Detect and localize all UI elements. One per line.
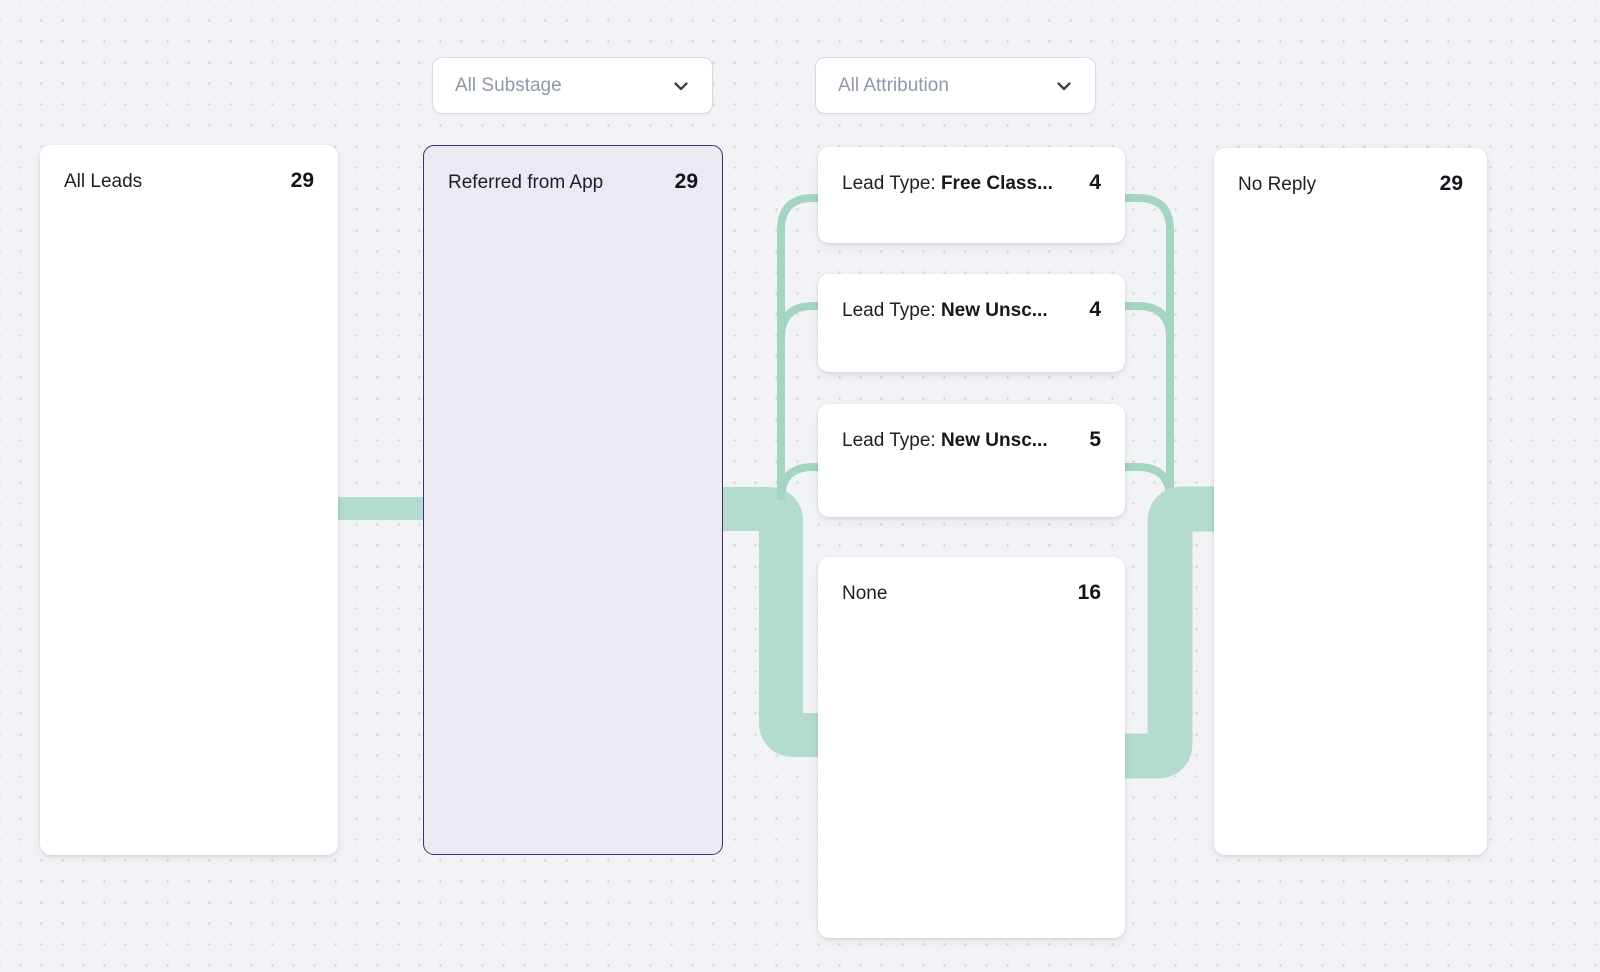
card-header: Lead Type: New Unsc... 4 xyxy=(842,298,1101,322)
card-title: All Leads xyxy=(64,171,143,192)
link-referred-to-breakdown-1 xyxy=(777,194,830,500)
card-title: Referred from App xyxy=(448,172,604,193)
card-count: 4 xyxy=(1089,171,1101,194)
card-header: Lead Type: New Unsc... 5 xyxy=(842,428,1101,452)
card-count: 5 xyxy=(1089,428,1101,451)
stage-card-lead-type-free-class[interactable]: Lead Type: Free Class... 4 xyxy=(818,147,1125,243)
link-breakdown-1-to-no-reply xyxy=(1114,194,1174,500)
card-title: Lead Type: New Unsc... xyxy=(842,430,1048,451)
stage-card-no-reply[interactable]: No Reply 29 xyxy=(1214,148,1487,855)
card-count: 4 xyxy=(1089,298,1101,321)
card-header: Lead Type: Free Class... 4 xyxy=(842,171,1101,195)
link-breakdown-2-to-no-reply xyxy=(1114,302,1174,339)
stage-card-lead-type-new-unsc-1[interactable]: Lead Type: New Unsc... 4 xyxy=(818,274,1125,372)
link-none-to-no-reply xyxy=(1118,486,1222,779)
attribution-filter-label: All Attribution xyxy=(838,74,949,96)
card-header: None 16 xyxy=(842,581,1101,605)
card-header: Referred from App 29 xyxy=(448,170,698,194)
card-count: 29 xyxy=(1439,172,1463,195)
stage-card-all-leads[interactable]: All Leads 29 xyxy=(40,145,338,855)
chevron-down-icon xyxy=(1055,77,1073,95)
link-referred-to-breakdown-2 xyxy=(777,302,830,339)
card-title: Lead Type: New Unsc... xyxy=(842,300,1048,321)
stage-card-none[interactable]: None 16 xyxy=(818,557,1125,938)
card-title: None xyxy=(842,583,888,604)
card-count: 29 xyxy=(674,170,698,193)
stage-card-lead-type-new-unsc-2[interactable]: Lead Type: New Unsc... 5 xyxy=(818,404,1125,517)
link-referred-to-breakdown-3 xyxy=(777,463,830,500)
substage-filter-label: All Substage xyxy=(455,74,562,96)
stage-card-referred-from-app[interactable]: Referred from App 29 xyxy=(423,145,723,855)
attribution-filter-dropdown[interactable]: All Attribution xyxy=(815,57,1096,114)
substage-filter-dropdown[interactable]: All Substage xyxy=(432,57,713,114)
card-header: No Reply 29 xyxy=(1238,172,1463,196)
card-count: 29 xyxy=(290,169,314,192)
card-title: Lead Type: Free Class... xyxy=(842,173,1053,194)
card-count: 16 xyxy=(1077,581,1101,604)
link-referred-to-none xyxy=(720,487,828,757)
card-header: All Leads 29 xyxy=(64,169,314,193)
card-title: No Reply xyxy=(1238,174,1317,195)
chevron-down-icon xyxy=(672,77,690,95)
